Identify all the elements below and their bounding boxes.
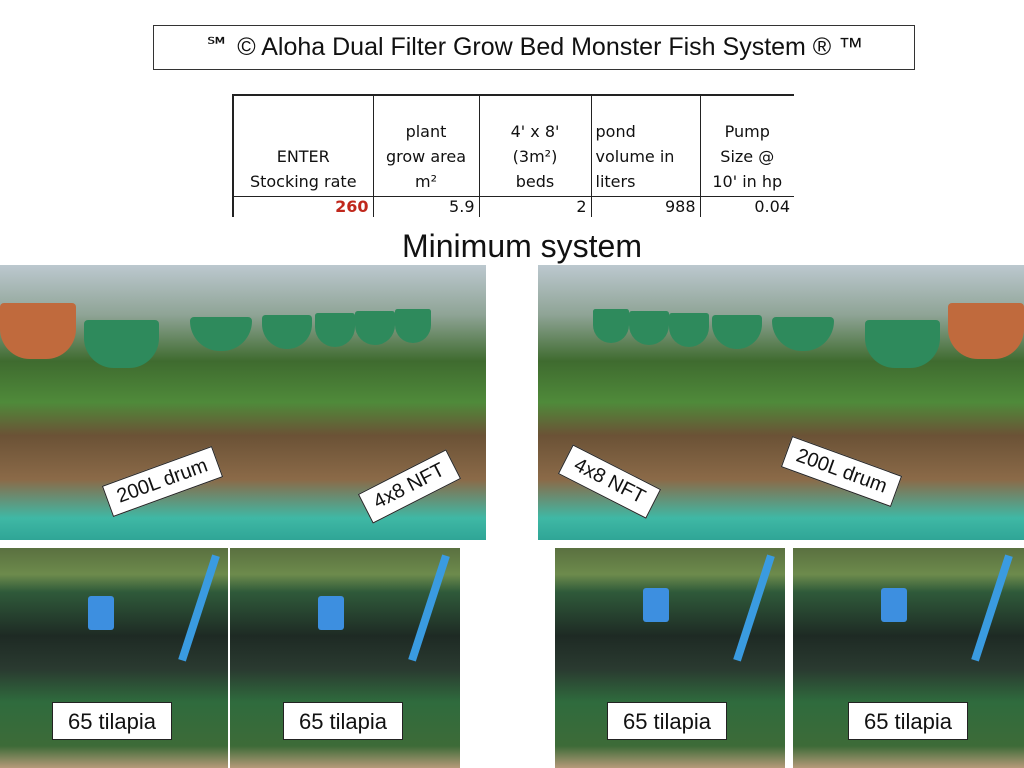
header-line: Size @: [720, 146, 775, 166]
plant-pot: [669, 313, 709, 347]
header-line: Pump: [724, 121, 770, 141]
pump-size-value: 0.04: [699, 196, 794, 217]
drum-label: 200L drum: [780, 436, 902, 507]
grow-area-value: 5.9: [372, 196, 479, 217]
stocking-table: ENTER Stocking rate plant grow area m² 4' x…: [232, 94, 794, 217]
plant-pot: [629, 311, 669, 345]
plant-pot: [772, 317, 834, 351]
tank-photo: 65 tilapia: [555, 548, 785, 768]
header-pond-volume: pond volume in liters: [590, 94, 700, 197]
header-grow-area: plant grow area m²: [372, 94, 479, 197]
header-line: 4' x 8': [510, 121, 560, 141]
header-line: pond: [595, 121, 636, 141]
header-line: beds: [515, 171, 555, 191]
header-line: liters: [595, 171, 636, 191]
fish-count-label: 65 tilapia: [283, 702, 403, 740]
pipe-elbow: [318, 596, 344, 630]
nft-label: 4x8 NFT: [357, 449, 461, 524]
slide-title: ℠ © Aloha Dual Filter Grow Bed Monster F…: [153, 25, 915, 70]
pipe-elbow: [643, 588, 669, 622]
fish-count-label: 65 tilapia: [52, 702, 172, 740]
header-line: (3m²): [512, 146, 558, 166]
nft-label: 4x8 NFT: [557, 444, 661, 519]
plant-pot: [190, 317, 252, 351]
inlet-pipe: [408, 554, 450, 662]
system-photo-right: 4x8 NFT 200L drum: [538, 265, 1024, 540]
table-data-row: 260 5.9 2 988 0.04: [232, 196, 794, 217]
section-subtitle: Minimum system: [401, 228, 642, 264]
tank-photo: 65 tilapia: [793, 548, 1024, 768]
plant-pot: [262, 315, 312, 349]
drum-label: 200L drum: [101, 446, 223, 517]
header-line: ENTER: [276, 146, 330, 166]
pond-volume-value: 988: [590, 196, 700, 217]
header-stocking-rate: ENTER Stocking rate: [232, 94, 373, 197]
fish-count-label: 65 tilapia: [848, 702, 968, 740]
table-header-row: ENTER Stocking rate plant grow area m² 4' x…: [232, 94, 794, 197]
plant-pot: [948, 303, 1024, 359]
header-beds: 4' x 8' (3m²) beds: [478, 94, 591, 197]
header-line: 10' in hp: [712, 171, 783, 191]
plant-pot: [355, 311, 395, 345]
plant-pot: [0, 303, 76, 359]
plant-pot: [315, 313, 355, 347]
tank-photo: 65 tilapia: [230, 548, 460, 768]
plant-pot: [84, 320, 159, 368]
system-photo-left: 200L drum 4x8 NFT: [0, 265, 486, 540]
header-line: m²: [415, 171, 437, 191]
inlet-pipe: [733, 554, 775, 662]
stocking-rate-input[interactable]: 260: [232, 196, 373, 217]
header-line: volume in: [595, 146, 675, 166]
inlet-pipe: [178, 554, 220, 662]
plant-pot: [712, 315, 762, 349]
inlet-pipe: [971, 554, 1013, 662]
plant-pot: [395, 309, 431, 343]
plant-pot: [865, 320, 940, 368]
beds-value: 2: [478, 196, 591, 217]
plant-pot: [593, 309, 629, 343]
header-line: grow area: [385, 146, 467, 166]
pipe-elbow: [88, 596, 114, 630]
pipe-elbow: [881, 588, 907, 622]
tank-photo: 65 tilapia: [0, 548, 228, 768]
header-line: Stocking rate: [249, 171, 357, 191]
fish-count-label: 65 tilapia: [607, 702, 727, 740]
header-line: plant: [405, 121, 447, 141]
